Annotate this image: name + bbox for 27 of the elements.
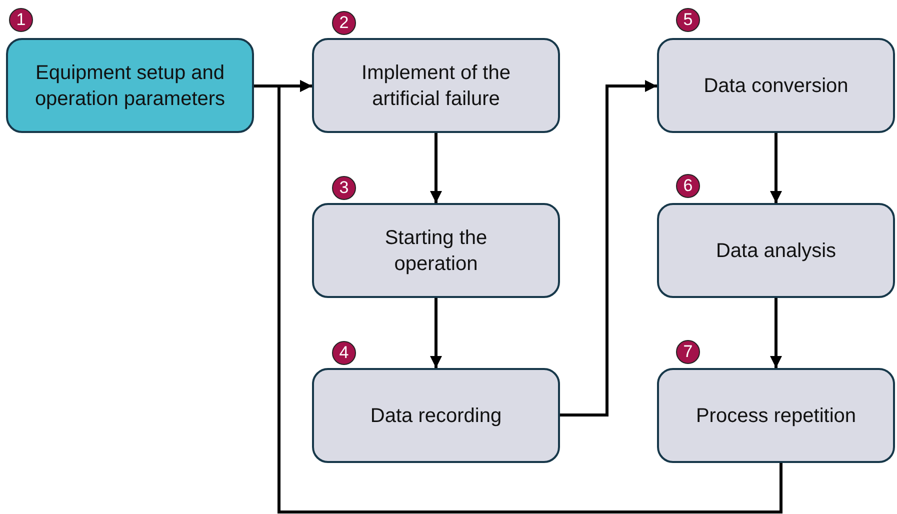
- step-number: 1: [9, 8, 33, 32]
- box-label: Data analysis: [716, 238, 836, 264]
- box-label: Equipment setup and operation parameters: [34, 60, 226, 112]
- step-number: 4: [332, 341, 356, 365]
- process-box: [6, 38, 254, 133]
- step-number: 2: [332, 11, 356, 35]
- step-number: 7: [676, 340, 700, 364]
- step-number: 3: [332, 176, 356, 200]
- process-box: [657, 368, 895, 463]
- arrow: [770, 298, 782, 368]
- box-label: Data recording: [370, 404, 502, 428]
- process-box: [657, 38, 895, 133]
- arrow: [430, 298, 442, 368]
- box-label: Implement of the artificial failure: [360, 60, 512, 112]
- arrow: [770, 133, 782, 203]
- process-box: [312, 203, 560, 298]
- process-box: [657, 203, 895, 298]
- arrow: [278, 80, 782, 514]
- box-label: Starting the operation: [384, 226, 488, 276]
- box-label: Data conversion: [704, 74, 848, 98]
- process-box: [312, 38, 560, 133]
- process-box: [312, 368, 560, 463]
- step-number: 5: [676, 8, 700, 32]
- box-label: Process repetition: [696, 404, 856, 428]
- step-number: 6: [676, 174, 700, 198]
- arrow: [430, 133, 442, 203]
- arrow: [560, 80, 657, 416]
